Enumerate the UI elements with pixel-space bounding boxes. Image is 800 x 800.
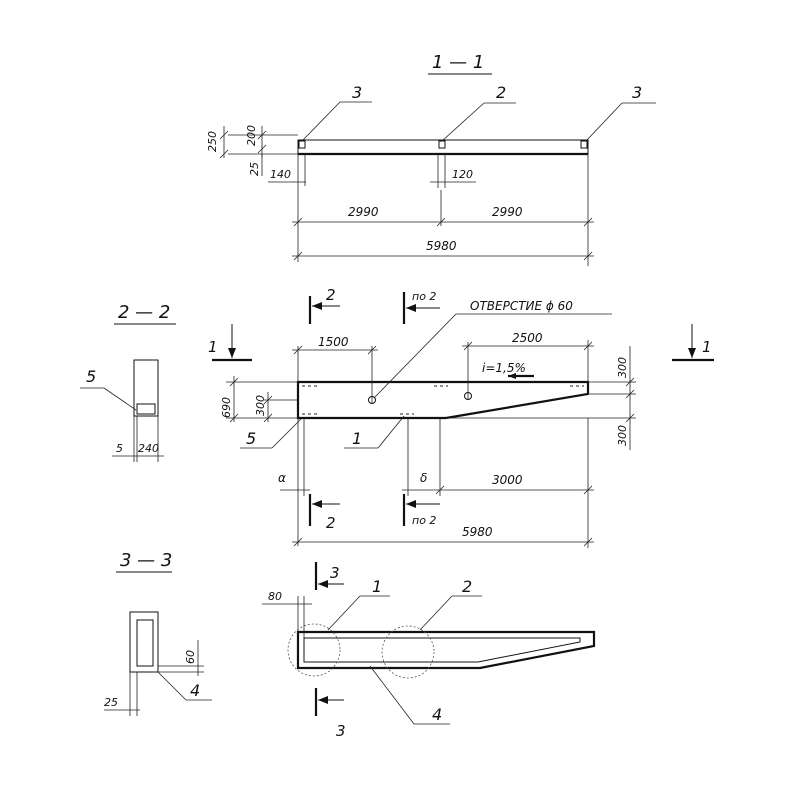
dim-300-right-bottom: 300 <box>616 425 629 446</box>
section-2-2-inner <box>136 403 156 415</box>
dim-240-section: 240 <box>138 442 159 455</box>
dim-300-left: 300 <box>254 395 267 416</box>
dim-250: 250 <box>206 131 219 152</box>
position-3-right: 3 <box>632 83 642 102</box>
cut-3-bottom: 3 <box>336 722 346 740</box>
embedded-part-2-mid <box>438 140 446 149</box>
position-1-plan: 1 <box>352 429 362 448</box>
position-1-elevation: 1 <box>372 577 382 596</box>
dim-3000: 3000 <box>492 473 523 487</box>
position-3-left: 3 <box>352 83 362 102</box>
position-5-section: 5 <box>86 367 96 386</box>
view-3-3: 3 — 3 60 4 25 <box>104 550 212 716</box>
beam-elevation-inner <box>303 637 581 663</box>
hole-label: ОТВЕРСТИЕ ϕ 60 <box>470 299 573 313</box>
dim-2500: 2500 <box>512 331 543 345</box>
dim-80: 80 <box>268 590 282 603</box>
leader-4-elevation <box>369 665 415 725</box>
cut-2-top-right: по 2 <box>412 290 436 303</box>
section-3-3-title: 3 — 3 <box>120 550 172 571</box>
dim-1500: 1500 <box>318 335 349 349</box>
section-2-2-title: 2 — 2 <box>118 302 170 323</box>
section-3-3-inner <box>136 619 154 667</box>
dim-140: 140 <box>270 168 291 181</box>
dim-25: 25 <box>248 162 261 176</box>
plan-view: 1 1 2 по 2 ОТВЕРСТИЕ ϕ 60 <box>208 286 714 548</box>
cut-2-bottom-right: по 2 <box>412 514 436 527</box>
dim-5-section: 5 <box>116 442 123 455</box>
leader-2-elevation <box>419 595 453 631</box>
dim-300-right-top: 300 <box>616 357 629 378</box>
section-3-3-profile <box>129 611 159 673</box>
beam-1-1-body <box>297 139 589 155</box>
dim-2990-left: 2990 <box>348 205 379 219</box>
section-1-1-title: 1 — 1 <box>432 52 484 73</box>
dim-120: 120 <box>452 168 473 181</box>
dim-200: 200 <box>245 125 258 146</box>
hole-leader <box>373 313 457 399</box>
view-1-1: 1 — 1 3 2 3 250 200 25 140 <box>206 52 656 266</box>
position-5-plan: 5 <box>246 429 256 448</box>
detail-circle-1 <box>287 623 341 677</box>
cut-2-bottom-left: 2 <box>326 514 336 532</box>
section-2-2-profile <box>133 359 159 417</box>
position-2-elevation: 2 <box>462 577 472 596</box>
leader-4-section <box>157 671 187 701</box>
leader-1-plan <box>377 415 405 449</box>
cut-2-top-left: 2 <box>326 286 336 304</box>
dim-5980-top: 5980 <box>426 239 457 253</box>
dim-690: 690 <box>220 397 233 418</box>
slope-label: i=1,5% <box>482 361 526 375</box>
leader-2-mid <box>441 102 485 142</box>
detail-circle-2 <box>381 625 435 679</box>
dim-beta: δ <box>420 471 427 485</box>
beam-elevation-outline <box>296 630 596 670</box>
position-2-mid: 2 <box>496 83 506 102</box>
leader-3-right <box>585 102 623 142</box>
leader-1-elevation <box>327 595 361 631</box>
position-4-section: 4 <box>190 681 200 700</box>
cut-1-right: 1 <box>702 338 712 356</box>
leader-5-section <box>103 387 137 411</box>
leader-5-plan <box>271 417 303 449</box>
leader-3-left <box>301 101 341 142</box>
view-2-2: 2 — 2 5 5 240 <box>80 302 176 462</box>
dim-25-section: 25 <box>104 696 118 709</box>
embedded-part-3-right <box>580 140 588 149</box>
dim-60-section: 60 <box>184 650 197 664</box>
beam-plan-outline <box>296 380 590 420</box>
dim-2990-right: 2990 <box>492 205 523 219</box>
embedded-part-3-left <box>298 140 306 149</box>
cut-1-left: 1 <box>208 338 218 356</box>
dim-5980-plan: 5980 <box>462 525 493 539</box>
dim-alpha: α <box>278 471 286 485</box>
elevation-view: 3 3 80 1 2 4 <box>262 562 596 740</box>
cut-3-top: 3 <box>330 564 340 582</box>
position-4-elevation: 4 <box>432 705 442 724</box>
